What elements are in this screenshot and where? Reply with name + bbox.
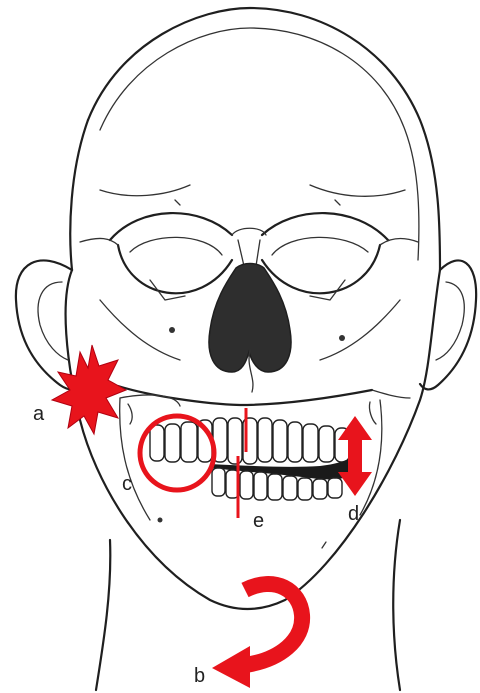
label-c: c xyxy=(122,473,132,495)
label-e: e xyxy=(253,510,264,532)
left-ear xyxy=(16,260,82,389)
curved-arrow-icon xyxy=(212,584,302,688)
right-ear xyxy=(420,260,476,389)
label-d: d xyxy=(348,503,359,525)
label-b: b xyxy=(194,665,205,687)
skull-sutures xyxy=(100,185,405,205)
upper-teeth xyxy=(150,418,349,464)
nose xyxy=(209,228,291,392)
label-a: a xyxy=(33,403,45,425)
starburst-icon xyxy=(52,345,126,434)
